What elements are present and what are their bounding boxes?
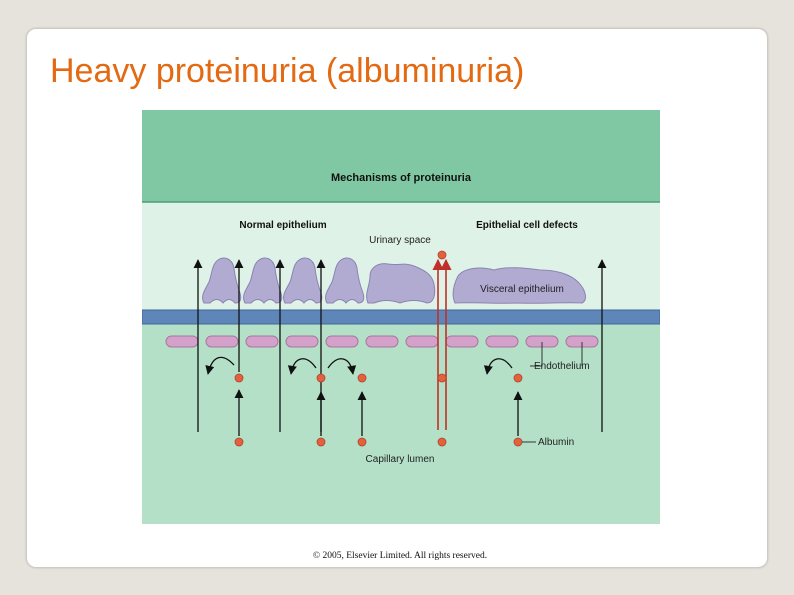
endothelial-cell bbox=[325, 335, 359, 348]
albumin-dot bbox=[316, 373, 326, 383]
endothelium-leader bbox=[530, 342, 543, 367]
diagram-heading: Mechanisms of proteinuria bbox=[331, 172, 472, 184]
endothelium-label: Endothelium bbox=[534, 361, 590, 372]
repulsion-arrow bbox=[327, 358, 357, 375]
albumin-dot bbox=[437, 373, 447, 383]
podocyte-3 bbox=[283, 257, 323, 304]
urinary-space-label: Urinary space bbox=[369, 235, 431, 246]
albumin-dot bbox=[234, 373, 244, 383]
endothelial-cell bbox=[365, 335, 399, 348]
epithelial-defects-label: Epithelial cell defects bbox=[476, 220, 578, 231]
albumin-dot bbox=[437, 250, 447, 260]
albumin-dot bbox=[316, 437, 326, 447]
endothelial-cell bbox=[405, 335, 439, 348]
endothelial-cell bbox=[485, 335, 519, 348]
albumin-dot bbox=[357, 437, 367, 447]
repulsion-arrow bbox=[483, 358, 513, 375]
endothelial-cell bbox=[245, 335, 279, 348]
capillary-lumen-label: Capillary lumen bbox=[366, 454, 435, 465]
normal-epithelium-label: Normal epithelium bbox=[239, 220, 326, 231]
header-band bbox=[142, 110, 660, 202]
visceral-epithelium-label: Visceral epithelium bbox=[480, 284, 564, 295]
capillary-region bbox=[142, 324, 660, 524]
flattened-podocyte bbox=[366, 263, 436, 304]
repulsion-arrow bbox=[287, 358, 317, 375]
podocyte-1 bbox=[202, 257, 242, 304]
repulsion-arrow bbox=[205, 356, 235, 375]
podocyte-2 bbox=[243, 257, 283, 304]
albumin-label: Albumin bbox=[538, 437, 574, 448]
albumin-dot bbox=[437, 437, 447, 447]
visceral-epithelium-sheet bbox=[452, 267, 586, 304]
endothelial-cell bbox=[165, 335, 199, 348]
albumin-dot bbox=[513, 373, 523, 383]
endothelial-cell bbox=[445, 335, 479, 348]
endothelial-cell bbox=[205, 335, 239, 348]
albumin-dot bbox=[357, 373, 367, 383]
endothelial-cell bbox=[285, 335, 319, 348]
albumin-dot bbox=[234, 437, 244, 447]
copyright-strip bbox=[142, 524, 660, 565]
basement-membrane bbox=[142, 309, 660, 325]
slide-title: Heavy proteinuria (albuminuria) bbox=[50, 52, 525, 90]
podocyte-4 bbox=[325, 257, 365, 304]
proteinuria-diagram: Mechanisms of proteinuria Normal epithel… bbox=[142, 110, 660, 565]
copyright-notice: © 2005, Elsevier Limited. All rights res… bbox=[313, 550, 487, 561]
albumin-dot bbox=[513, 437, 523, 447]
